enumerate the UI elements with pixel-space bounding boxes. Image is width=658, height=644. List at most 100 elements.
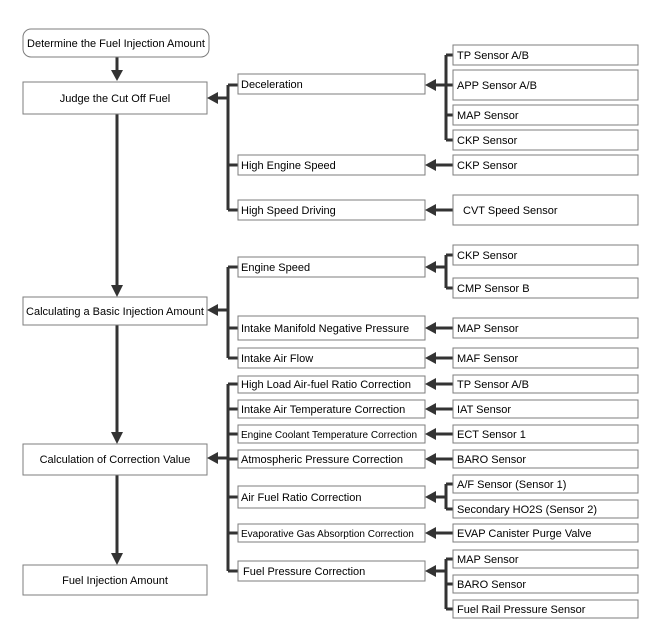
sensor-cvt-speed: CVT Speed Sensor xyxy=(452,194,639,226)
sensor-label: MAP Sensor xyxy=(457,323,519,335)
judge-cutoff-box: Judge the Cut Off Fuel xyxy=(22,81,208,115)
condition-high-speed-driving: High Speed Driving xyxy=(237,199,426,221)
arrow-left-icon xyxy=(425,79,436,91)
sensor-label: TP Sensor A/B xyxy=(457,379,529,391)
arrow-left-icon xyxy=(425,403,436,415)
arrow-down-icon xyxy=(111,432,123,444)
arrow-down-icon xyxy=(111,553,123,565)
sensor-map: MAP Sensor xyxy=(452,317,639,339)
arrow-left-icon xyxy=(425,322,436,334)
sensor-label: Secondary HO2S (Sensor 2) xyxy=(457,504,597,516)
condition-label: Intake Air Flow xyxy=(241,353,313,365)
sensor-ckp: CKP Sensor xyxy=(452,129,639,151)
condition-atmospheric: Atmospheric Pressure Correction xyxy=(237,449,426,469)
condition-engine-coolant: Engine Coolant Temperature Correction xyxy=(237,424,426,444)
sensor-evap-valve: EVAP Canister Purge Valve xyxy=(452,523,639,543)
condition-label: Air Fuel Ratio Correction xyxy=(241,492,361,504)
arrow-left-icon xyxy=(425,159,436,171)
sensor-label: TP Sensor A/B xyxy=(457,50,529,62)
sensor-label: CKP Sensor xyxy=(457,250,518,262)
condition-fuel-pressure: Fuel Pressure Correction xyxy=(237,560,426,582)
sensor-ckp: CKP Sensor xyxy=(452,154,639,176)
condition-intake-air-flow: Intake Air Flow xyxy=(237,347,426,369)
correction-value-label: Calculation of Correction Value xyxy=(40,454,191,466)
condition-label: High Speed Driving xyxy=(241,205,336,217)
condition-label: Intake Manifold Negative Pressure xyxy=(241,323,409,335)
condition-high-load: High Load Air-fuel Ratio Correction xyxy=(237,375,426,394)
sensor-baro: BARO Sensor xyxy=(452,449,639,469)
condition-label: High Load Air-fuel Ratio Correction xyxy=(241,379,411,391)
arrow-left-icon xyxy=(425,491,436,503)
sensor-boxes: TP Sensor A/B APP Sensor A/B MAP Sensor … xyxy=(452,44,639,619)
condition-engine-speed: Engine Speed xyxy=(237,256,426,278)
sensor-label: CMP Sensor B xyxy=(457,283,530,295)
fuel-injection-amount-box: Fuel Injection Amount xyxy=(22,564,208,596)
sensor-label: MAF Sensor xyxy=(457,353,518,365)
arrow-down-icon xyxy=(111,285,123,297)
arrow-left-icon xyxy=(425,565,436,577)
condition-boxes: Deceleration High Engine Speed High Spee… xyxy=(237,73,426,582)
sensor-fuel-rail-pressure: Fuel Rail Pressure Sensor xyxy=(452,599,639,619)
condition-evaporative: Evaporative Gas Absorption Correction xyxy=(237,523,426,543)
sensor-tp-ab: TP Sensor A/B xyxy=(452,374,639,394)
condition-label: Engine Coolant Temperature Correction xyxy=(241,430,417,441)
sensor-label: MAP Sensor xyxy=(457,110,519,122)
sensor-tp-ab: TP Sensor A/B xyxy=(452,44,639,66)
arrow-left-icon xyxy=(425,527,436,539)
sensor-maf: MAF Sensor xyxy=(452,347,639,369)
determine-box: Determine the Fuel Injection Amount xyxy=(22,28,210,58)
sensor-label: CVT Speed Sensor xyxy=(463,205,558,217)
condition-label: Atmospheric Pressure Correction xyxy=(241,454,403,466)
sensor-map: MAP Sensor xyxy=(452,549,639,569)
arrow-left-icon xyxy=(425,378,436,390)
sensor-label: CKP Sensor xyxy=(457,160,518,172)
basic-injection-label: Calculating a Basic Injection Amount xyxy=(26,306,204,318)
condition-label: High Engine Speed xyxy=(241,160,336,172)
connectors xyxy=(115,53,453,611)
condition-label: Deceleration xyxy=(241,79,303,91)
sensor-label: BARO Sensor xyxy=(457,454,526,466)
sensor-map: MAP Sensor xyxy=(452,104,639,126)
sensor-label: BARO Sensor xyxy=(457,579,526,591)
arrow-left-icon xyxy=(207,452,218,464)
sensor-app-ab: APP Sensor A/B xyxy=(452,69,639,101)
judge-cutoff-label: Judge the Cut Off Fuel xyxy=(60,93,170,105)
condition-air-fuel-ratio: Air Fuel Ratio Correction xyxy=(237,485,426,509)
correction-value-box: Calculation of Correction Value xyxy=(22,443,208,476)
sensor-label: IAT Sensor xyxy=(457,404,511,416)
arrow-down-icon xyxy=(111,70,123,81)
sensor-ckp: CKP Sensor xyxy=(452,244,639,266)
sensor-cmp-b: CMP Sensor B xyxy=(452,277,639,299)
condition-deceleration: Deceleration xyxy=(237,73,426,95)
arrow-left-icon xyxy=(425,261,436,273)
sensor-label: EVAP Canister Purge Valve xyxy=(457,528,592,540)
sensor-af: A/F Sensor (Sensor 1) xyxy=(452,474,639,494)
arrow-left-icon xyxy=(425,428,436,440)
determine-label: Determine the Fuel Injection Amount xyxy=(27,38,205,50)
arrow-left-icon xyxy=(425,352,436,364)
sensor-label: MAP Sensor xyxy=(457,554,519,566)
condition-label: Intake Air Temperature Correction xyxy=(241,404,405,416)
sensor-label: Fuel Rail Pressure Sensor xyxy=(457,604,586,616)
condition-intake-air-temp: Intake Air Temperature Correction xyxy=(237,399,426,419)
fuel-injection-amount-label: Fuel Injection Amount xyxy=(62,575,168,587)
arrowheads xyxy=(111,70,436,577)
condition-label: Engine Speed xyxy=(241,262,310,274)
condition-high-engine-speed: High Engine Speed xyxy=(237,154,426,176)
main-flow: Determine the Fuel Injection Amount Judg… xyxy=(22,28,210,596)
condition-intake-manifold: Intake Manifold Negative Pressure xyxy=(237,315,426,341)
sensor-label: APP Sensor A/B xyxy=(457,80,537,92)
sensor-iat: IAT Sensor xyxy=(452,399,639,419)
basic-injection-box: Calculating a Basic Injection Amount xyxy=(22,296,208,326)
arrow-left-icon xyxy=(207,92,218,104)
sensor-label: A/F Sensor (Sensor 1) xyxy=(457,479,566,491)
condition-label: Fuel Pressure Correction xyxy=(243,566,365,578)
sensor-label: ECT Sensor 1 xyxy=(457,429,526,441)
sensor-secondary-ho2s: Secondary HO2S (Sensor 2) xyxy=(452,499,639,519)
arrow-left-icon xyxy=(425,453,436,465)
arrow-left-icon xyxy=(425,204,436,216)
sensor-baro: BARO Sensor xyxy=(452,574,639,594)
sensor-label: CKP Sensor xyxy=(457,135,518,147)
condition-label: Evaporative Gas Absorption Correction xyxy=(241,529,414,540)
